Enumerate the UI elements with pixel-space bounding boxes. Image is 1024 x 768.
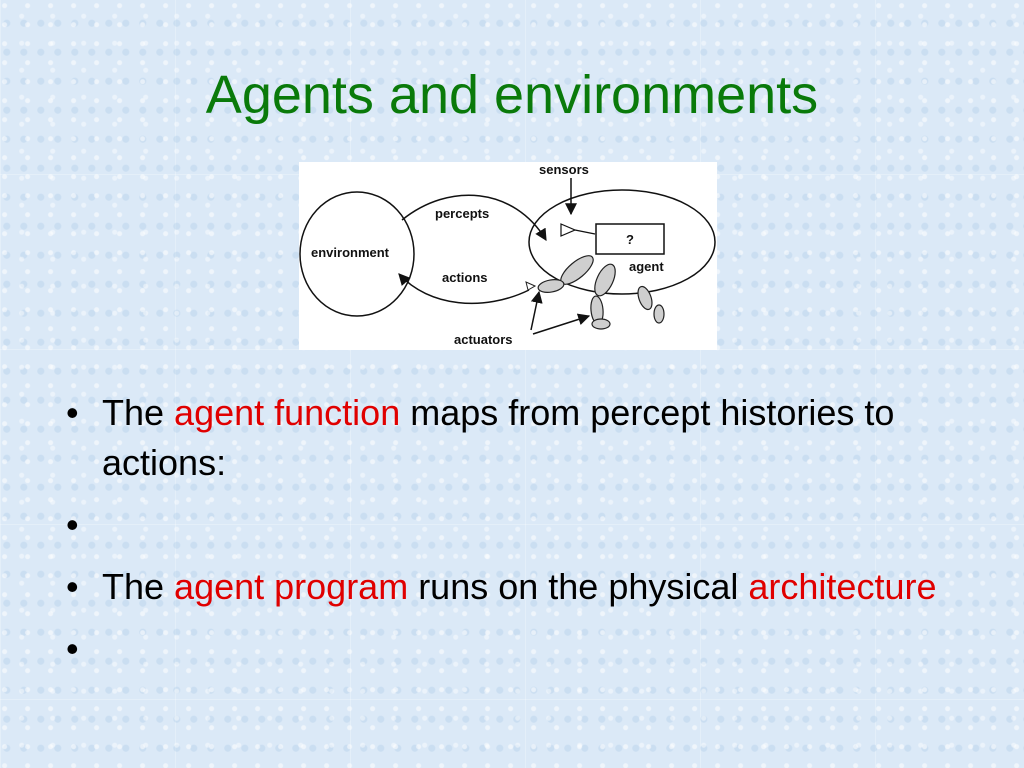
agent-environment-diagram: environment ? agent percepts actions sen… (299, 162, 717, 350)
bullet-agent-function: The agent function maps from percept his… (58, 388, 958, 488)
bullet-list: The agent function maps from percept his… (58, 388, 958, 686)
agent-ellipse (528, 189, 716, 295)
sensors-label: sensors (539, 162, 589, 177)
agent-box (595, 223, 665, 255)
actuators-arrow-2 (532, 313, 591, 335)
actuators-arrow-1 (530, 290, 543, 331)
actions-label: actions (442, 270, 488, 285)
sensor-eye-icon (560, 223, 577, 237)
bullet-empty-2 (58, 624, 958, 674)
agent-label: agent (629, 259, 664, 274)
environment-circle (299, 191, 415, 317)
agent-function-term: agent function (174, 392, 401, 433)
bullet-1-prefix: The (102, 392, 175, 433)
environment-label: environment (311, 245, 390, 260)
actuators-label: actuators (454, 332, 513, 347)
actuator-limbs-icon (537, 255, 665, 330)
percepts-label: percepts (435, 206, 489, 221)
bullet-1-suffix: maps from percept histories to actions: (102, 392, 895, 483)
slide-title: Agents and environments (205, 65, 819, 125)
bullet-3-mid: runs on the physical (408, 566, 749, 607)
architecture-term: architecture (748, 566, 937, 607)
bullet-agent-program: The agent program runs on the physical a… (58, 562, 958, 612)
agent-unknown-label: ? (626, 232, 634, 247)
actions-arrow (398, 273, 530, 305)
percepts-arrow (401, 194, 547, 242)
bullet-3-prefix: The (102, 566, 175, 607)
agent-program-term: agent program (174, 566, 409, 607)
bullet-empty-1 (58, 500, 958, 550)
